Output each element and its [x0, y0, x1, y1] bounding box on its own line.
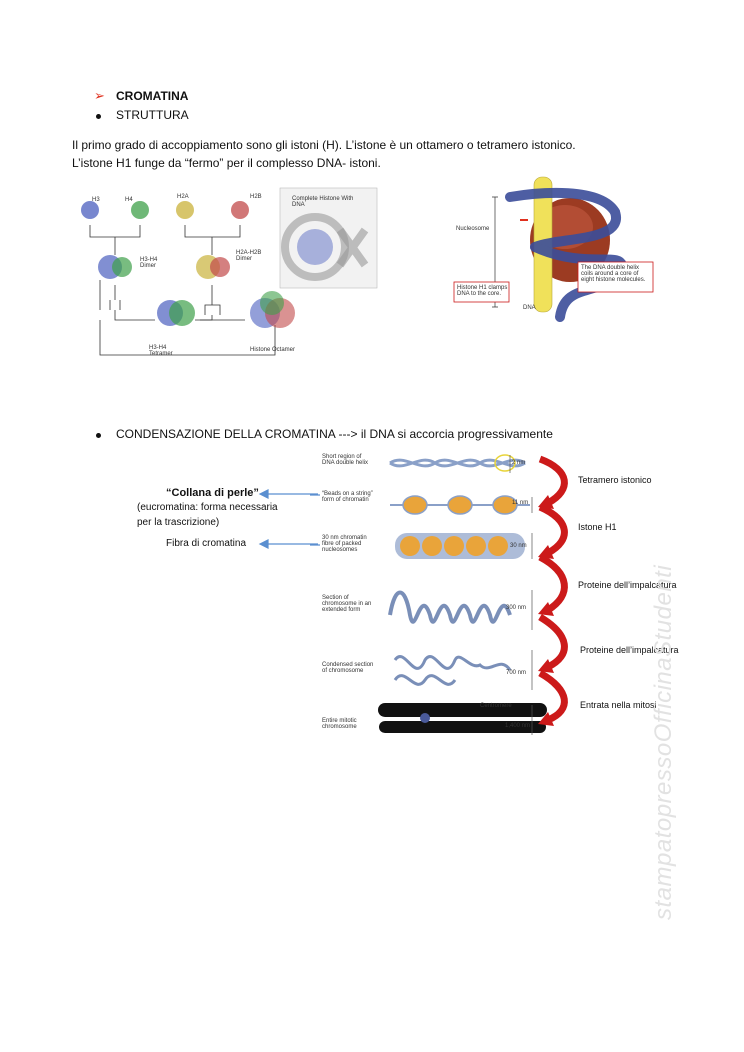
bullet-icon — [96, 114, 101, 119]
condensation-figure — [310, 454, 568, 735]
histone-blobs — [81, 201, 295, 328]
row-label-fibre: 30 nm chromatin fibre of packed nucleoso… — [322, 535, 367, 553]
row-label-condensed: Condensed section of chromosome — [322, 662, 374, 674]
histone-assembly-figure — [81, 187, 378, 356]
label-complete: Complete Histone With DNA — [292, 196, 354, 208]
paragraph-line-1: Il primo grado di accoppiamento sono gli… — [72, 138, 576, 152]
annotation-fibra: Fibra di cromatina — [166, 538, 247, 549]
label-tetramer: H3-H4 Tetramer — [149, 345, 173, 357]
bullet-icon — [96, 433, 101, 438]
section-title: CROMATINA — [116, 89, 189, 103]
label-coil: The DNA double helix coils around a core… — [581, 265, 646, 283]
row-size-dna: 2 nm — [512, 460, 526, 466]
label-h2a-h2b-dimer: H2A-H2B Dimer — [236, 250, 262, 262]
bullet-structure: STRUTTURA — [116, 108, 189, 122]
step-impalcatura-2: Proteine dell’impalcatura — [580, 645, 679, 655]
label-centromere: Centromere — [480, 703, 512, 709]
label-h1-clamps: Histone H1 clamps DNA to the core. — [457, 285, 508, 297]
paragraph-line-2: L’istone H1 funge da “fermo” per il comp… — [72, 156, 381, 170]
label-h2b: H2B — [250, 194, 262, 200]
row-size-beads: 11 nm — [512, 500, 529, 506]
step-mitosi: Entrata nella mitosi — [580, 700, 657, 710]
row-label-mitotic: Entire mitotic chromosome — [322, 718, 357, 730]
heading-marker: ➢ — [94, 88, 105, 103]
bullet-condensation: CONDENSAZIONE DELLA CROMATINA ---> il DN… — [116, 427, 553, 441]
row-size-condensed: 700 nm — [506, 670, 527, 676]
label-octamer: Histone Octamer — [250, 347, 296, 353]
step-tetramero: Tetramero istonico — [578, 475, 652, 485]
row-label-dna: Short region of DNA double helix — [322, 454, 369, 466]
row-size-fibre: 30 nm — [510, 543, 527, 549]
row-size-mitotic: 1,400 nm — [505, 723, 531, 729]
annotation-arrows — [258, 489, 318, 549]
label-nucleosome: Nucleosome — [456, 226, 490, 232]
annotation-eucromatina-1: (eucromatina: forma necessaria — [137, 502, 278, 513]
label-h3: H3 — [92, 197, 100, 203]
step-impalcatura-1: Proteine dell’impalcatura — [578, 580, 677, 590]
annotation-collana: “Collana di perle” — [166, 487, 259, 499]
label-h4: H4 — [125, 197, 133, 203]
label-dna: DNA — [523, 305, 536, 311]
row-label-extended: Section of chromosome in an extended for… — [322, 595, 372, 613]
watermark: stampatopressoOfficinaStudenti — [650, 564, 677, 920]
annotation-eucromatina-2: per la trascrizione) — [137, 517, 220, 528]
nucleosome-figure — [453, 176, 654, 322]
label-h3h4-dimer: H3-H4 Dimer — [140, 257, 158, 269]
row-size-extended: 300 nm — [506, 605, 527, 611]
row-label-beads: “Beads on a string” form of chromatin — [322, 491, 373, 503]
step-istone-h1: Istone H1 — [578, 522, 617, 532]
label-h2a: H2A — [177, 194, 189, 200]
